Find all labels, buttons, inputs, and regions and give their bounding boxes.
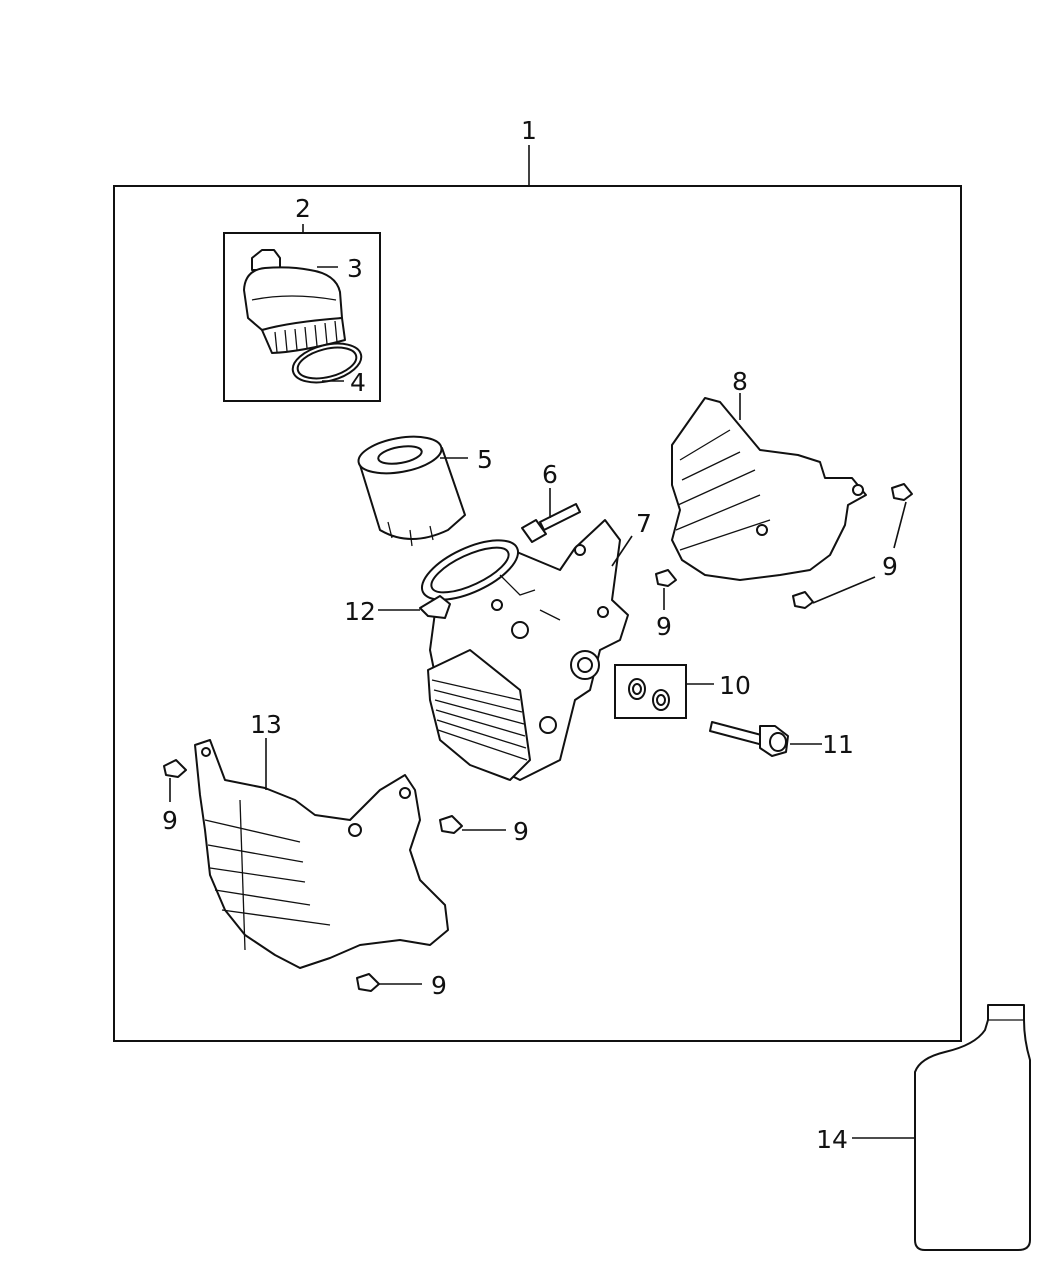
screw-9c[interactable] bbox=[655, 569, 677, 587]
bolt-11[interactable] bbox=[709, 721, 789, 757]
callout-1[interactable]: 1 bbox=[521, 116, 537, 145]
callout-3[interactable]: 3 bbox=[347, 254, 363, 283]
screw-9b[interactable] bbox=[792, 591, 814, 609]
callout-10[interactable]: 10 bbox=[719, 671, 751, 700]
callout-9c[interactable]: 9 bbox=[656, 612, 672, 641]
callout-9a[interactable]: 9 bbox=[882, 552, 898, 581]
callout-12[interactable]: 12 bbox=[344, 597, 376, 626]
screw-9e[interactable] bbox=[439, 815, 463, 834]
bolt-6[interactable] bbox=[521, 503, 581, 543]
callout-13[interactable]: 13 bbox=[250, 710, 282, 739]
leader-9a bbox=[893, 501, 907, 549]
seal-kit[interactable] bbox=[614, 664, 687, 719]
lower-heat-shield[interactable] bbox=[194, 739, 449, 969]
oil-filter-cap[interactable] bbox=[243, 249, 346, 354]
upper-heat-shield[interactable] bbox=[671, 397, 867, 581]
callout-4[interactable]: 4 bbox=[350, 368, 366, 397]
callout-2[interactable]: 2 bbox=[295, 194, 311, 223]
leader-7 bbox=[611, 535, 633, 567]
oil-filter-element[interactable] bbox=[356, 431, 466, 547]
assembly-frame bbox=[113, 185, 962, 1042]
callout-9e[interactable]: 9 bbox=[513, 817, 529, 846]
callout-9f[interactable]: 9 bbox=[431, 971, 447, 1000]
callout-7[interactable]: 7 bbox=[636, 509, 652, 538]
callout-8[interactable]: 8 bbox=[732, 367, 748, 396]
callout-9d[interactable]: 9 bbox=[162, 806, 178, 835]
screw-9a[interactable] bbox=[891, 483, 913, 501]
callout-14[interactable]: 14 bbox=[816, 1125, 848, 1154]
callout-11[interactable]: 11 bbox=[822, 730, 854, 759]
filter-cap-box bbox=[223, 232, 381, 402]
o-ring[interactable] bbox=[289, 337, 366, 389]
leader-9b bbox=[812, 576, 876, 604]
oil-bottle[interactable] bbox=[914, 1004, 1031, 1251]
sensor-clip[interactable] bbox=[419, 595, 451, 619]
callout-5[interactable]: 5 bbox=[477, 445, 493, 474]
screw-9d[interactable] bbox=[163, 759, 187, 778]
oil-filter-housing[interactable] bbox=[414, 519, 629, 781]
callout-6[interactable]: 6 bbox=[542, 460, 558, 489]
screw-9f[interactable] bbox=[356, 973, 380, 992]
